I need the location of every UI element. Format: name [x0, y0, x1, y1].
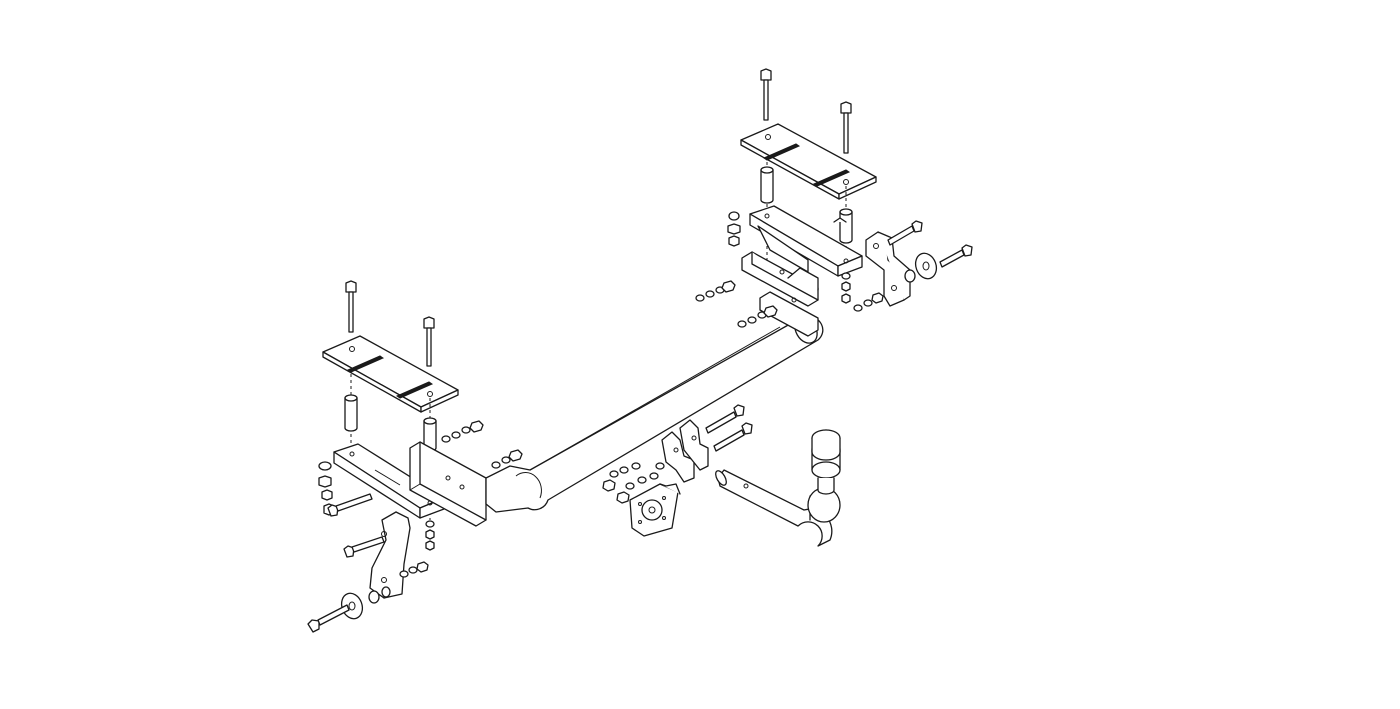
right-stabilizer-bracket — [865, 231, 911, 307]
right-crossbar-end-bracket — [741, 251, 819, 337]
left-large-washer — [340, 586, 391, 620]
right-large-washer — [904, 252, 938, 283]
left-crossbar-end-bracket — [409, 441, 487, 527]
tow-ball-cap — [807, 429, 841, 523]
left-long-bolt — [307, 604, 350, 633]
right-bolt-pair — [760, 68, 852, 154]
left-stabilizer-bracket — [369, 511, 411, 599]
left-spacer-tubes — [344, 394, 437, 452]
left-bolt-2 — [423, 316, 435, 367]
center-washer-nut-stack — [602, 462, 665, 504]
center-socket-plate — [629, 483, 681, 537]
left-bolt-1 — [345, 280, 357, 333]
crossbar-tube — [485, 315, 824, 513]
right-mounting-plate — [740, 123, 877, 200]
right-bolt-2 — [840, 101, 852, 154]
left-washer-nut-stack — [441, 420, 523, 469]
center-bolts — [705, 404, 753, 452]
left-side-bolt — [327, 493, 385, 558]
right-spacer-tubes — [760, 166, 853, 244]
right-bolt-1 — [760, 68, 772, 121]
left-mounting-plate — [322, 335, 459, 413]
center-hitch-bracket — [661, 419, 709, 483]
right-side-bracket — [749, 205, 863, 277]
left-bolt-pair — [345, 280, 435, 367]
right-washer-nut-stack — [695, 211, 884, 328]
left-stabilizer-washers — [399, 561, 429, 578]
right-side-bolts — [833, 217, 973, 268]
